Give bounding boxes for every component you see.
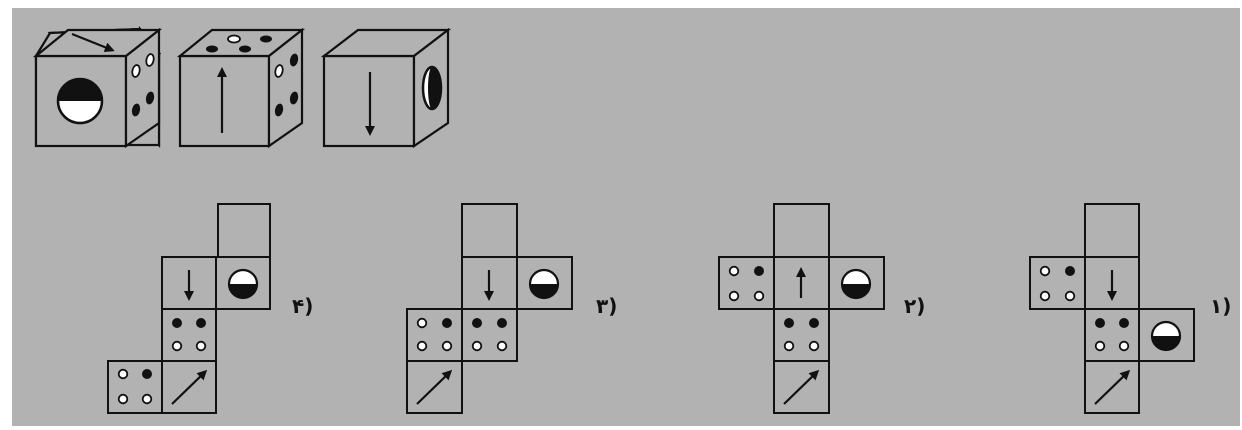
four-dots-icon bbox=[416, 317, 453, 352]
option-1[interactable]: ۱) bbox=[1029, 203, 1231, 414]
four-dots-icon bbox=[171, 318, 207, 352]
arrow-icon bbox=[1094, 369, 1131, 405]
cube-2 bbox=[176, 27, 306, 149]
arrow-icon bbox=[171, 369, 208, 405]
four-dots-icon bbox=[1039, 265, 1076, 302]
puzzle-panel: ۴) ۳) bbox=[12, 8, 1240, 426]
half-filled-circle-icon bbox=[56, 77, 104, 125]
option-4[interactable]: ۴) bbox=[107, 203, 313, 414]
half-filled-circle-icon bbox=[1150, 320, 1182, 352]
option-3[interactable]: ۳) bbox=[406, 203, 617, 414]
four-dots-icon bbox=[783, 318, 820, 352]
four-dots-icon bbox=[131, 53, 155, 117]
four-dots-icon bbox=[728, 265, 765, 302]
arrow-icon bbox=[783, 369, 820, 405]
arrow-icon bbox=[71, 32, 115, 53]
four-dots-icon bbox=[206, 34, 272, 53]
option-label: ۳) bbox=[596, 294, 617, 318]
cube-1 bbox=[32, 25, 163, 149]
four-dots-icon bbox=[471, 318, 508, 352]
cube-3 bbox=[320, 27, 452, 149]
half-filled-circle-icon bbox=[528, 268, 560, 300]
four-dots-icon bbox=[117, 368, 153, 405]
four-dots-icon bbox=[1094, 318, 1130, 352]
four-dots-icon bbox=[274, 53, 299, 117]
arrow-icon bbox=[416, 369, 453, 405]
option-label: ۱) bbox=[1210, 294, 1231, 318]
option-2[interactable]: ۲) bbox=[718, 203, 925, 414]
half-filled-circle-icon bbox=[227, 268, 259, 300]
vertical-ellipse-icon bbox=[421, 65, 443, 111]
cube-net-puzzle: ۴) ۳) bbox=[32, 25, 1231, 414]
option-label: ۲) bbox=[904, 294, 925, 318]
option-label: ۴) bbox=[292, 294, 313, 318]
half-filled-circle-icon bbox=[840, 268, 872, 300]
